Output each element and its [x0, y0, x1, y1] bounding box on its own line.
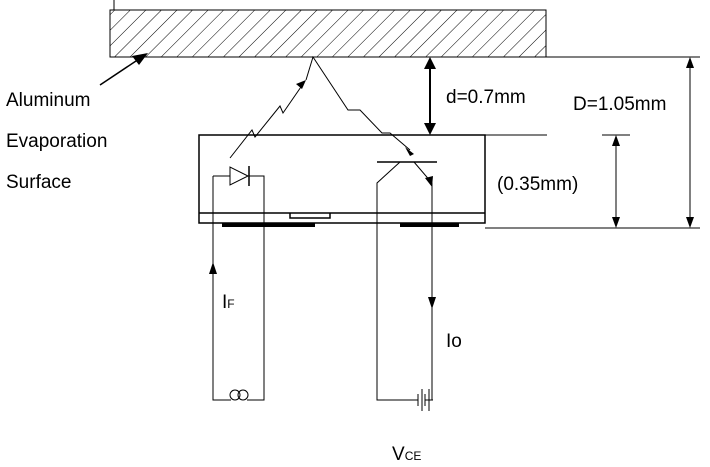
surface-label-line3: Surface	[6, 172, 71, 193]
light-ray-path	[229, 55, 414, 159]
distance-D-label: D=1.05mm	[573, 94, 666, 115]
surface-label-line2: Evaporation	[6, 131, 107, 152]
vce-label: VCE	[392, 444, 421, 465]
surface-pointer-arrow	[99, 53, 148, 86]
forward-current-label: IF	[222, 292, 235, 313]
package-thickness-dimension	[485, 134, 630, 228]
package-thickness-label: (0.35mm)	[497, 174, 578, 195]
forward-current-main: I	[222, 292, 227, 313]
phototransistor-symbol	[376, 161, 437, 411]
output-current-arrow	[428, 297, 436, 309]
distance-D-dimension	[485, 56, 700, 229]
sensor-package	[198, 134, 486, 227]
gap-d-label: d=0.7mm	[446, 87, 526, 108]
led-emitter-symbol	[212, 166, 265, 401]
vce-sub: CE	[405, 449, 422, 463]
output-current-label: Io	[446, 331, 462, 352]
surface-label-line1: Aluminum	[6, 90, 90, 111]
forward-current-arrow	[209, 262, 217, 318]
forward-current-sub: F	[227, 297, 234, 311]
gap-d-dimension	[424, 57, 436, 135]
vce-main: V	[392, 444, 405, 465]
aluminum-surface	[109, 9, 547, 58]
